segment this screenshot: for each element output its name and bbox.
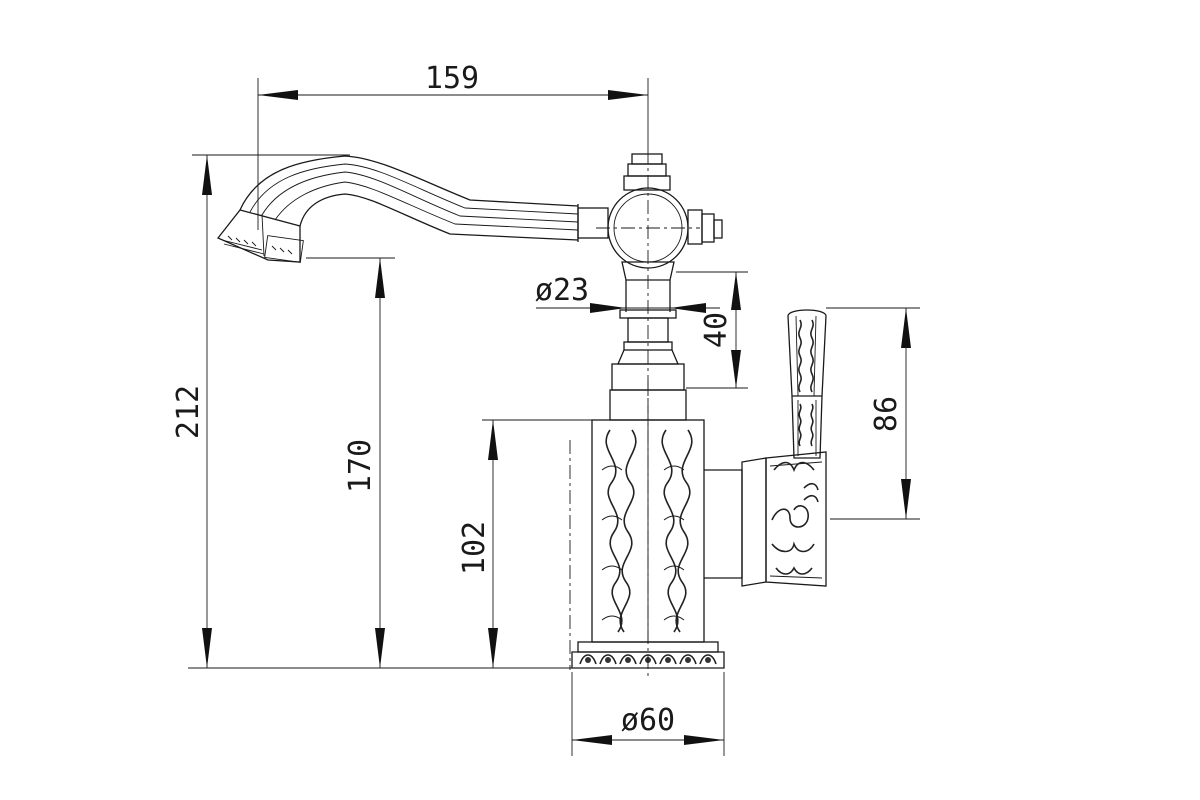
dim-spout-outlet-height: 170 (343, 439, 378, 493)
dim-spout-reach: 159 (425, 61, 479, 96)
handle (765, 309, 827, 587)
faucet-base (571, 641, 725, 669)
dim-handle-length: 86 (869, 396, 904, 432)
dim-base-diameter: ø60 (621, 703, 675, 738)
dimension-lines (188, 78, 920, 756)
valve-head (577, 153, 723, 281)
dim-total-height: 212 (171, 385, 206, 439)
dim-body-height: 102 (457, 521, 492, 575)
dim-column-diameter: ø23 (535, 273, 589, 308)
center-lines (569, 150, 700, 680)
spout (216, 155, 579, 263)
faucet-body (591, 419, 767, 643)
dim-column-height: 40 (699, 312, 734, 348)
